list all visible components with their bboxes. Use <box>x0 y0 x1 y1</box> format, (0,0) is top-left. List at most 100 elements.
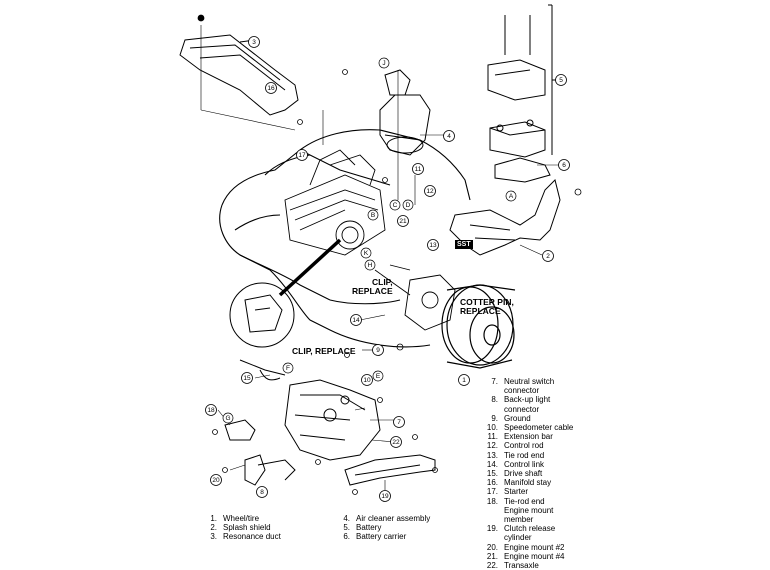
legend-item: 4.Air cleaner assembly <box>330 514 430 523</box>
legend-item-number: 9. <box>491 413 498 423</box>
legend-item-number: 4. <box>343 514 350 523</box>
legend-item-number: 10. <box>486 423 498 433</box>
letter-label: J <box>382 60 386 67</box>
legend-item: 3.Resonance duct <box>197 532 281 541</box>
legend-item-text: Clutch release cylinder <box>504 524 556 543</box>
legend-item: 17.Starter <box>478 487 638 496</box>
legend-item-number: 19. <box>486 524 498 534</box>
legend-item: 6. Battery carrier <box>330 532 430 541</box>
legend-item-number: 15. <box>486 469 498 479</box>
part-number-label: 15 <box>243 375 251 382</box>
part-number-label: 10 <box>363 377 371 384</box>
legend-item-text: Speedometer cable <box>504 423 574 433</box>
part-number-label: 9 <box>376 347 380 354</box>
legend-item-number: 2. <box>210 523 217 533</box>
wheel-tire <box>441 284 516 369</box>
part-number-label: 22 <box>392 439 400 446</box>
callout-clip-replace-upper: CLIP, REPLACE <box>352 277 393 296</box>
legend-item: 19. Clutch release cylinder <box>478 524 638 542</box>
legend-item-number: 20. <box>486 542 498 552</box>
legend-item-text: Wheel/tire <box>223 514 260 523</box>
letter-label: F <box>286 365 290 372</box>
part-number-label: 2 <box>546 253 550 260</box>
callout-cotter-pin: COTTER PIN, REPLACE <box>460 297 514 316</box>
transaxle <box>284 379 381 461</box>
callout-clip-replace-lower: CLIP, REPLACE <box>292 346 356 356</box>
legend-item-text: Extension bar <box>504 432 553 442</box>
legend-item: 20. Engine mount #2 <box>478 543 638 552</box>
part-number-label: 8 <box>260 489 264 496</box>
legend-item: 14. Control link <box>478 460 638 469</box>
legend-item-number: 16. <box>486 478 498 488</box>
legend-item: 11. Extension bar <box>478 432 638 441</box>
inset-detail <box>229 238 342 348</box>
legend-item-number: 11. <box>487 432 498 442</box>
legend-item: 1.Wheel/tire <box>197 514 281 523</box>
legend-item-number: 6. <box>343 532 350 542</box>
legend-item: 18.Tie-rod end <box>478 497 638 506</box>
part-number-label: 21 <box>399 218 407 225</box>
legend-item-text: Back-up light connector <box>504 395 551 414</box>
legend-item-text: Control link <box>504 459 545 469</box>
letter-label: E <box>375 373 381 380</box>
legend-item-number: 3. <box>210 532 217 542</box>
part-number-label: 12 <box>426 188 434 195</box>
legend-item: 15.Drive shaft <box>478 469 638 478</box>
battery-assembly <box>487 4 557 183</box>
letter-label: G <box>225 415 231 422</box>
part-number-label: 19 <box>381 493 389 500</box>
legend-item-text: Tie rod end <box>504 450 545 460</box>
legend-item: 7.Neutral switch connector <box>478 377 638 395</box>
letter-label: B <box>370 212 376 219</box>
part-number-label: 11 <box>414 166 422 173</box>
letter-label: D <box>405 202 411 209</box>
letter-label: C <box>392 202 398 209</box>
legend-item-text: Neutral switch connector <box>504 377 555 396</box>
letter-label: H <box>367 262 373 269</box>
legend-item-number: 18. <box>486 496 498 506</box>
letter-label: K <box>363 250 369 257</box>
part-number-label: 16 <box>267 85 275 92</box>
legend-item: 9. Ground <box>478 414 638 423</box>
mount-brackets <box>224 359 296 486</box>
part-number-circles <box>205 36 570 502</box>
car-body <box>219 129 471 348</box>
legend-item-text: Manifold stay <box>504 478 552 488</box>
legend-item-text: Ground <box>504 413 531 423</box>
legend-item-text: Control rod <box>504 441 544 451</box>
bolts <box>197 14 582 495</box>
part-number-label: 14 <box>352 317 360 324</box>
legend-item-number <box>478 506 504 524</box>
part-number-label: 1 <box>462 377 466 384</box>
legend-item-number: 21. <box>486 551 498 561</box>
part-number-label: 17 <box>298 152 306 159</box>
legend-item-text: Splash shield <box>223 523 271 533</box>
part-number-label: 6 <box>562 162 566 169</box>
legend-item-number: 22. <box>486 561 498 570</box>
hub-assembly <box>374 264 456 331</box>
legend-item: 22. Transaxle <box>478 561 638 570</box>
legend-item-text: Battery carrier <box>356 532 407 542</box>
legend-item: 21. Engine mount #4 <box>478 552 638 561</box>
legend-item-text: Engine mount #4 <box>504 551 565 561</box>
legend-item: 5.Battery <box>330 523 430 532</box>
part-number-label: 13 <box>429 242 437 249</box>
legend-item-text: Engine mount #2 <box>504 542 565 552</box>
legend-item: 10. Speedometer cable <box>478 423 638 432</box>
resonance-duct <box>179 34 299 116</box>
part-number-label: 4 <box>447 133 451 140</box>
legend-item-number: 12. <box>486 441 498 451</box>
legend-item-number: 14. <box>486 459 498 469</box>
legend-item-number: 8. <box>491 395 498 405</box>
letter-circles <box>222 57 517 424</box>
legend-item-text: Transaxle <box>504 561 539 570</box>
part-number-label: 3 <box>252 39 256 46</box>
exploded-diagram <box>179 4 582 502</box>
legend-item: 12. Control rod <box>478 441 638 450</box>
part-number-label: 7 <box>397 419 401 426</box>
part-number-label: 5 <box>559 77 563 84</box>
legend-item: 16. Manifold stay <box>478 478 638 487</box>
letter-label: A <box>508 193 514 200</box>
